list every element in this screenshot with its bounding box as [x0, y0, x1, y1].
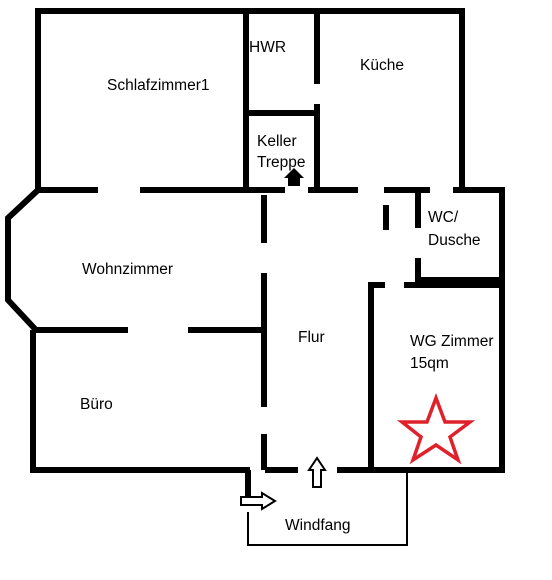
label-keller-line2: Treppe	[257, 154, 306, 171]
label-schlafzimmer: Schlafzimmer1	[107, 77, 210, 94]
label-flur: Flur	[298, 329, 325, 346]
arrow-up-outline-icon	[307, 456, 327, 488]
label-kueche: Küche	[360, 57, 404, 74]
label-buero: Büro	[80, 396, 113, 413]
label-keller-line1: Keller	[257, 133, 297, 150]
label-wg-line2: 15qm	[410, 355, 449, 372]
label-windfang: Windfang	[285, 517, 350, 534]
label-wc-line1: WC/	[428, 209, 459, 226]
walls	[5, 8, 505, 546]
label-wohnzimmer: Wohnzimmer	[82, 261, 173, 278]
label-wg-line1: WG Zimmer	[410, 333, 494, 350]
label-wc-line2: Dusche	[428, 232, 481, 249]
star-icon	[396, 393, 476, 465]
label-hwr: HWR	[249, 39, 286, 56]
arrow-up-icon	[284, 168, 304, 186]
arrow-right-outline-icon	[240, 491, 277, 511]
